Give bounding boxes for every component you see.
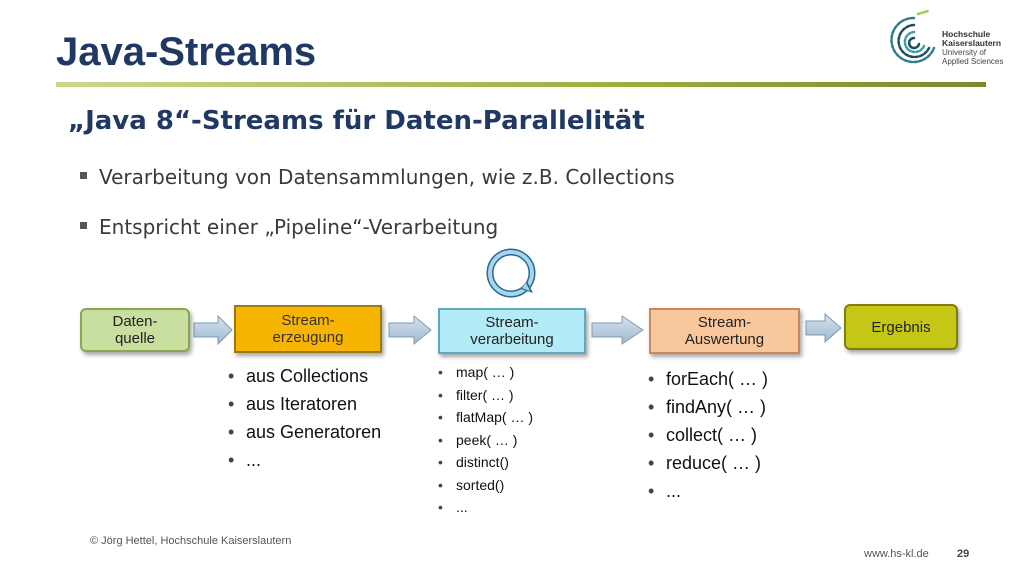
logo-sub-line2: Applied Sciences bbox=[942, 57, 1004, 66]
box-label-line2: Auswertung bbox=[684, 331, 765, 348]
logo-text: Hochschule Kaiserslautern University of … bbox=[942, 29, 1004, 67]
verarbeitung-list: map( … ) filter( … ) flatMap( … ) peek( … bbox=[438, 364, 533, 522]
title-underline bbox=[56, 82, 986, 87]
list-item: aus Generatoren bbox=[228, 421, 381, 449]
box-label-line2: quelle bbox=[114, 330, 156, 347]
page-number: 29 bbox=[957, 548, 970, 560]
bullet-item: Entspricht einer „Pipeline“-Verarbeitung bbox=[80, 215, 498, 239]
erzeugung-list: aus Collections aus Iteratoren aus Gener… bbox=[228, 365, 381, 477]
square-bullet-icon bbox=[80, 222, 87, 229]
box-label-line1: Ergebnis bbox=[871, 318, 931, 336]
logo-sub-line1: University of bbox=[942, 48, 987, 57]
list-item: sorted() bbox=[438, 477, 533, 500]
list-item: collect( … ) bbox=[648, 424, 768, 452]
slide-subtitle: „Java 8“-Streams für Daten-Parallelität bbox=[68, 106, 645, 136]
list-item: filter( … ) bbox=[438, 387, 533, 410]
square-bullet-icon bbox=[80, 172, 87, 179]
list-item: forEach( … ) bbox=[648, 368, 768, 396]
pipeline-box-stream-auswertung: Stream-Auswertung bbox=[649, 308, 800, 354]
list-item: flatMap( … ) bbox=[438, 409, 533, 432]
logo-name-line1: Hochschule bbox=[942, 29, 991, 39]
box-label-line2: erzeugung bbox=[272, 329, 344, 346]
refresh-cycle-icon bbox=[486, 248, 536, 298]
footer-copyright: © Jörg Hettel, Hochschule Kaiserslautern bbox=[90, 535, 292, 547]
list-item: aus Collections bbox=[228, 365, 381, 393]
list-item: aus Iteratoren bbox=[228, 393, 381, 421]
university-logo: Hochschule Kaiserslautern University of … bbox=[884, 8, 1014, 76]
bullet-text: Entspricht einer „Pipeline“-Verarbeitung bbox=[99, 215, 499, 239]
list-item: map( … ) bbox=[438, 364, 533, 387]
pipeline-box-stream-verarbeitung: Stream-verarbeitung bbox=[438, 308, 586, 354]
auswertung-list: forEach( … ) findAny( … ) collect( … ) r… bbox=[648, 368, 768, 508]
list-item: findAny( … ) bbox=[648, 396, 768, 424]
footer-url: www.hs-kl.de bbox=[864, 548, 929, 560]
list-item: peek( … ) bbox=[438, 432, 533, 455]
box-label-line1: Stream- bbox=[281, 312, 335, 329]
pipeline-box-stream-erzeugung: Stream-erzeugung bbox=[234, 305, 382, 353]
list-item: ... bbox=[228, 449, 381, 477]
bullet-text: Verarbeitung von Datensammlungen, wie z.… bbox=[99, 165, 675, 189]
slide-title: Java-Streams bbox=[56, 30, 317, 74]
list-item: ... bbox=[438, 499, 533, 522]
logo-name-line2: Kaiserslautern bbox=[942, 38, 1002, 48]
list-item: ... bbox=[648, 480, 768, 508]
box-label-line2: verarbeitung bbox=[470, 331, 554, 348]
box-label-line1: Stream- bbox=[485, 314, 539, 331]
swirl-logo-icon bbox=[890, 9, 936, 64]
list-item: reduce( … ) bbox=[648, 452, 768, 480]
box-label-line1: Stream- bbox=[697, 314, 752, 331]
list-item: distinct() bbox=[438, 454, 533, 477]
box-label-line1: Daten- bbox=[112, 313, 158, 330]
pipeline-box-ergebnis: Ergebnis bbox=[844, 304, 958, 350]
pipeline-box-datenquelle: Daten-quelle bbox=[80, 308, 190, 352]
bullet-item: Verarbeitung von Datensammlungen, wie z.… bbox=[80, 165, 675, 189]
